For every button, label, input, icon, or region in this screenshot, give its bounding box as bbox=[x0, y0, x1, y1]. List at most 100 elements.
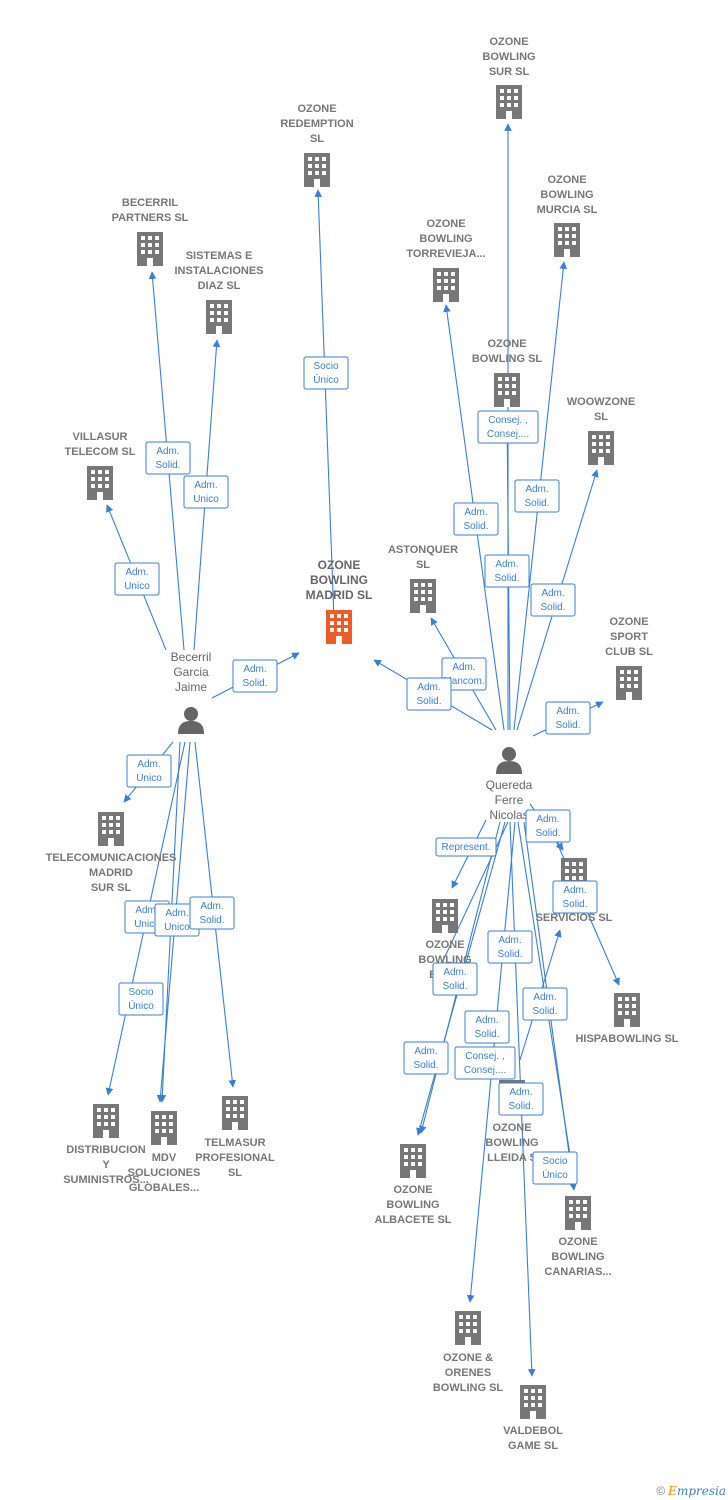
edge-label-text: Solid. bbox=[562, 899, 587, 910]
company-name: SL bbox=[594, 411, 608, 423]
edge-label-text: Adm. bbox=[443, 967, 466, 978]
edge-label[interactable]: Adm.Solid. bbox=[552, 880, 598, 914]
company-node[interactable]: MDVSOLUCIONESGLOBALES... bbox=[128, 1111, 201, 1194]
edge-label[interactable]: Consej. ,Consej.... bbox=[477, 410, 539, 444]
company-name: VILLASUR bbox=[73, 431, 128, 443]
edge-label[interactable]: Adm.Solid. bbox=[406, 677, 452, 711]
company-name: ASTONQUER bbox=[388, 544, 458, 556]
edge-label-box bbox=[441, 657, 487, 691]
edge-label-text: Mancom. bbox=[443, 676, 484, 687]
edge-label[interactable]: Adm.Solid. bbox=[514, 479, 560, 513]
edge-label[interactable]: Adm.Solid. bbox=[522, 987, 568, 1021]
edge-label[interactable]: Adm.Solid. bbox=[484, 554, 530, 588]
edge-label[interactable]: Adm.Solid. bbox=[525, 809, 571, 843]
company-node[interactable]: OZONEBOWLINGCANARIAS... bbox=[544, 1196, 612, 1278]
edge-label-text: Solid. bbox=[463, 521, 488, 532]
edge-label-text: Solid. bbox=[532, 1006, 557, 1017]
edge-label[interactable]: Adm.Unico bbox=[126, 754, 172, 788]
edge-label[interactable]: Adm.Solid. bbox=[464, 1010, 510, 1044]
edge-label-text: Unico bbox=[164, 922, 190, 933]
company-node[interactable]: DISTRIBUCIONYSUMINISTROS... bbox=[63, 1104, 149, 1186]
company-node[interactable]: HISPABOWLING SL bbox=[575, 993, 679, 1045]
edge-label-box bbox=[514, 479, 560, 513]
company-name: ORENES bbox=[445, 1367, 491, 1379]
building-icon bbox=[93, 1104, 119, 1138]
edge-label-text: Adm. bbox=[509, 1087, 532, 1098]
edge-label-box bbox=[126, 754, 172, 788]
building-icon bbox=[496, 85, 522, 119]
edge-label[interactable]: Adm.Unico bbox=[154, 903, 200, 937]
edge-label[interactable]: Adm.Solid. bbox=[487, 930, 533, 964]
company-name: OZONE bbox=[547, 174, 586, 186]
edge-label[interactable]: Adm.Unico bbox=[114, 562, 160, 596]
person-icon bbox=[496, 747, 522, 774]
edge-label-text: Socio bbox=[542, 1156, 567, 1167]
edge-label-box bbox=[484, 554, 530, 588]
edge-label[interactable]: Adm.Solid. bbox=[432, 962, 478, 996]
brand-logo: Empresia bbox=[668, 1484, 726, 1498]
company-node[interactable]: OZONEBOWLINGTORREVIEJA... bbox=[406, 218, 486, 302]
company-name: TELECOM SL bbox=[65, 446, 136, 458]
edge-label[interactable]: Consej. ,Consej.... bbox=[454, 1046, 516, 1080]
edge-label[interactable]: Adm.Solid. bbox=[403, 1041, 449, 1075]
edge-label-text: Consej.... bbox=[487, 429, 529, 440]
edge-label[interactable]: Adm.Solid. bbox=[145, 441, 191, 475]
edge-label-text: Solid. bbox=[497, 949, 522, 960]
company-name: INSTALACIONES bbox=[174, 265, 263, 277]
edge-label[interactable]: Adm.Solid. bbox=[545, 701, 591, 735]
building-icon bbox=[565, 1196, 591, 1230]
company-name: TORREVIEJA... bbox=[406, 248, 485, 260]
person-name: Quereda bbox=[486, 778, 533, 792]
edge-label-text: Adm. bbox=[135, 905, 158, 916]
edge-label-text: Solid. bbox=[413, 1060, 438, 1071]
edge-label-box bbox=[303, 356, 349, 390]
edge-label[interactable]: Adm.Solid. bbox=[530, 583, 576, 617]
company-name: SL bbox=[310, 133, 324, 145]
edge-label-box bbox=[522, 987, 568, 1021]
company-node[interactable]: VILLASUR TELECOM SL bbox=[65, 431, 136, 500]
edge-label[interactable]: Adm.Solid. bbox=[189, 896, 235, 930]
edge-label[interactable]: Adm.Solid. bbox=[232, 659, 278, 693]
edge-label-box bbox=[183, 475, 229, 509]
edge-label-text: Solid. bbox=[535, 828, 560, 839]
building-icon bbox=[520, 1385, 546, 1419]
edge-label-box bbox=[453, 502, 499, 536]
focus-building-icon bbox=[326, 610, 352, 644]
edge-label-text: Solid. bbox=[155, 460, 180, 471]
building-icon bbox=[554, 223, 580, 257]
edge-label-text: Adm. bbox=[541, 588, 564, 599]
edge-label[interactable]: Adm.Solid. bbox=[453, 502, 499, 536]
company-name: MURCIA SL bbox=[537, 204, 598, 216]
company-name: OZONE bbox=[487, 338, 526, 350]
edge-label[interactable]: Adm.Mancom. bbox=[441, 657, 487, 691]
edge-label[interactable]: Adm.Solid. bbox=[498, 1082, 544, 1116]
edge-label-text: Solid. bbox=[416, 696, 441, 707]
company-name: BOWLING bbox=[485, 1137, 538, 1149]
edge-label[interactable]: Represent. bbox=[435, 837, 497, 857]
building-icon bbox=[137, 232, 163, 266]
edge-label[interactable]: Adm.Unico bbox=[183, 475, 229, 509]
footer-brand[interactable]: ©Empresia bbox=[656, 1484, 726, 1498]
company-name: OZONE bbox=[318, 558, 361, 572]
